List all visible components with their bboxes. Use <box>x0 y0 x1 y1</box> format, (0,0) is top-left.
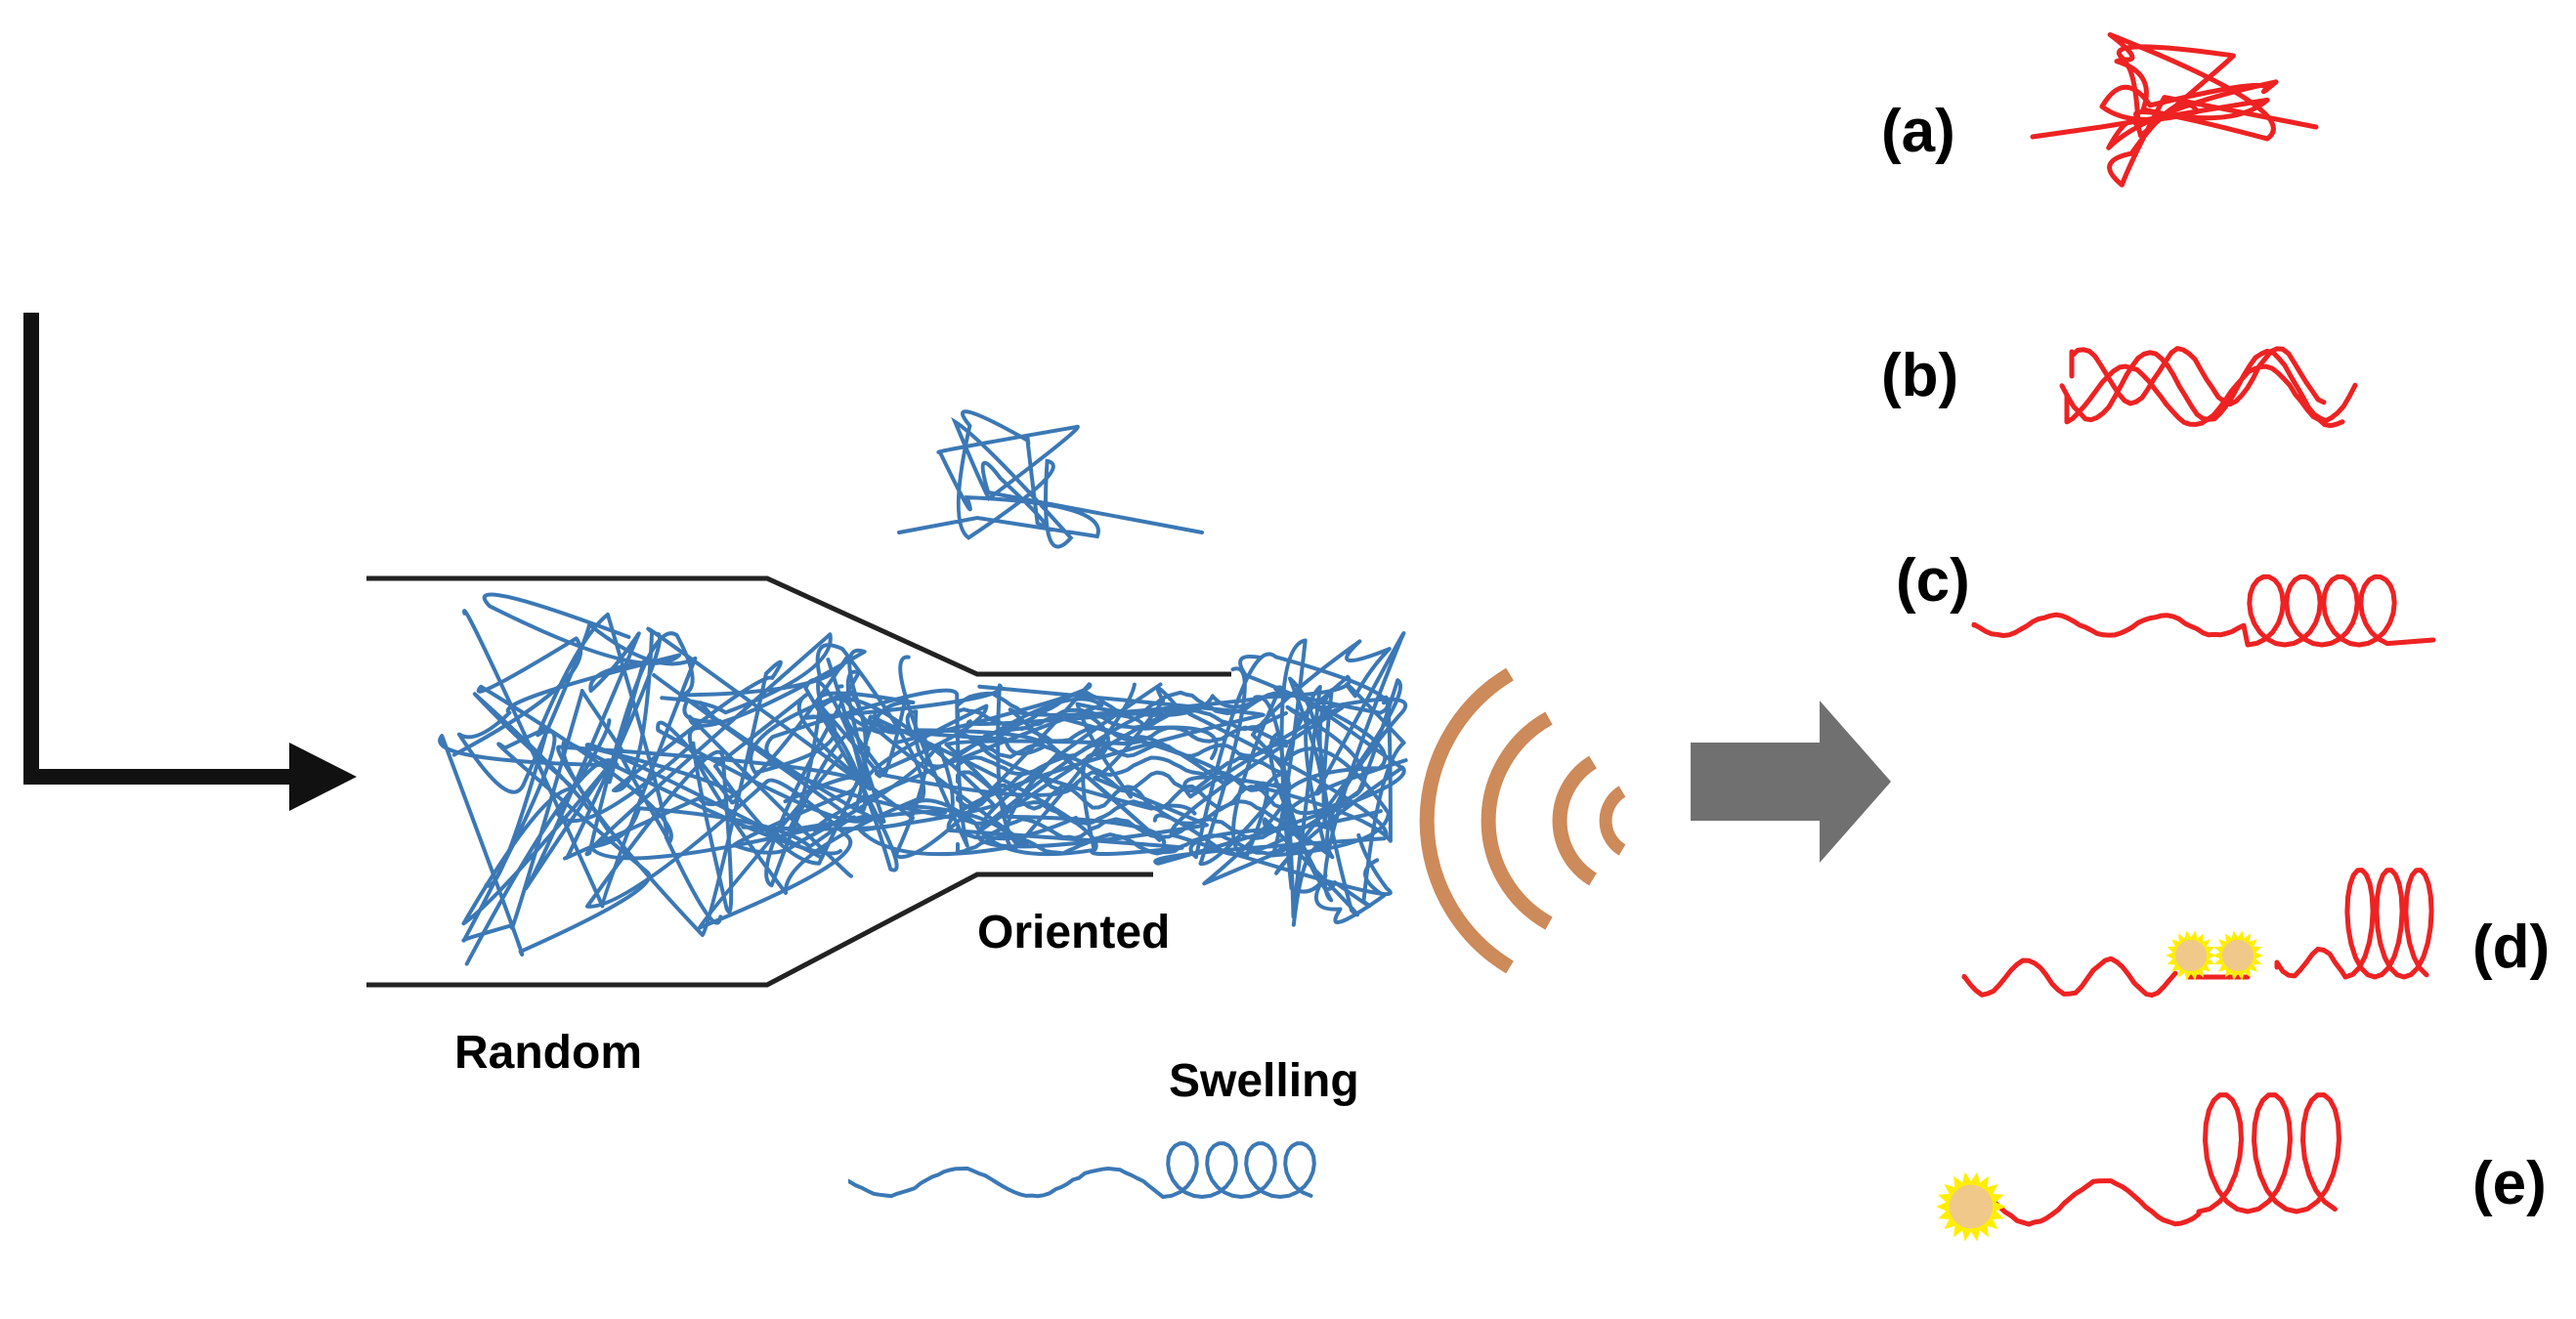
polymer-chain-network <box>438 592 1408 966</box>
blue-coil-top <box>897 409 1204 549</box>
burst-icon <box>1936 1171 2006 1242</box>
oriented-strand <box>956 799 1288 826</box>
polymer-strand <box>819 697 1080 857</box>
degraded-chains <box>1961 32 2436 1227</box>
oriented-strand <box>956 707 1288 732</box>
polymer-strand <box>1270 638 1391 924</box>
polymer-strand <box>682 648 886 888</box>
oriented-strand <box>956 690 1288 716</box>
chain-c-stretched <box>1971 574 2436 648</box>
polymer-strand <box>812 697 1104 832</box>
polymer-strand <box>1188 652 1393 860</box>
elbow-arrow-icon <box>23 313 357 811</box>
item-letter-c: (c) <box>1896 547 1970 615</box>
chain-e-end-scission <box>1991 1092 2341 1227</box>
sound-waves-icon <box>1419 667 1626 974</box>
channel-bottom-wall <box>366 872 1153 988</box>
item-letter-a: (a) <box>1881 98 1955 165</box>
polymer-strand <box>451 636 673 943</box>
channel-top-wall <box>366 575 1231 677</box>
chain-d-mid-scission <box>1961 868 2434 999</box>
label-random: Random <box>454 1027 642 1079</box>
polymer-strand <box>1253 674 1367 927</box>
chain-a-coiled <box>2030 32 2319 188</box>
polymer-strand <box>563 631 849 861</box>
chain-b-partially-stretched <box>2059 346 2358 429</box>
polymer-strand <box>1198 666 1408 886</box>
radical-bursts <box>1936 930 2263 1242</box>
item-letter-b: (b) <box>1881 342 1958 409</box>
polymer-strand <box>1250 639 1408 909</box>
item-letter-d: (d) <box>2472 914 2550 981</box>
polymer-strand <box>555 718 853 930</box>
label-swelling: Swelling <box>1169 1055 1359 1107</box>
block-arrow-icon <box>1691 701 1891 863</box>
burst-icon <box>2166 930 2216 981</box>
oriented-strand <box>956 817 1288 840</box>
polymer-strand <box>1169 655 1393 897</box>
oriented-strand <box>956 755 1288 777</box>
oriented-strand <box>956 832 1288 856</box>
flow-channel <box>366 575 1231 988</box>
burst-icon <box>2212 930 2263 981</box>
oriented-strand <box>956 742 1288 759</box>
blue-chain-swelling <box>848 1141 1316 1200</box>
label-oriented: Oriented <box>977 907 1170 958</box>
item-letter-e: (e) <box>2472 1150 2547 1217</box>
oriented-strand <box>956 724 1288 745</box>
